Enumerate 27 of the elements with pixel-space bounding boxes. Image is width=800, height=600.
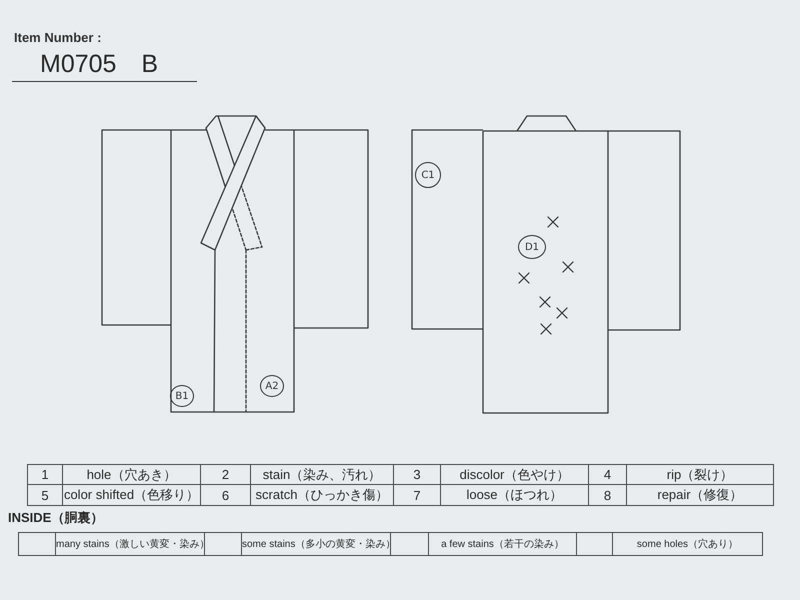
defect-name: loose（ほつれ）	[466, 487, 563, 502]
defect-number: 6	[222, 488, 230, 502]
field-label: Item Number :	[14, 30, 102, 45]
condition-label: some stains（多小の黄変・染み）	[242, 539, 390, 550]
callout-number: A2	[260, 375, 284, 397]
callout-number: B1	[170, 385, 194, 407]
defect-name: stain（染み、汚れ）	[262, 466, 382, 482]
defect-number: 2	[222, 467, 230, 482]
condition-label: many stains（激しい黄変・染み）	[56, 539, 204, 550]
defect-number: 4	[604, 467, 612, 482]
section-heading: INSIDE（胴裏）	[8, 509, 104, 527]
callout-number: C1	[415, 162, 441, 188]
defect-name: repair（修復）	[657, 487, 743, 502]
defect-number: 1	[41, 467, 49, 482]
defect-name: discolor（色やけ）	[460, 466, 570, 482]
defect-name: rip（裂け）	[666, 466, 734, 482]
defect-number: 5	[41, 488, 49, 502]
defect-number: 3	[413, 467, 421, 482]
defect-number: 8	[604, 488, 612, 502]
defect-name: hole（穴あき）	[86, 466, 176, 482]
defect-name: color shifted（色移り）	[64, 487, 200, 502]
item-number-field: M0705 B	[12, 48, 197, 82]
callout-number: D1	[518, 235, 546, 259]
condition-label: a few stains（若干の染み）	[441, 539, 564, 550]
defect-name: scratch（ひっかき傷）	[256, 487, 388, 502]
condition-label: some holes（穴あり）	[636, 539, 738, 550]
defect-number: 7	[413, 488, 421, 502]
